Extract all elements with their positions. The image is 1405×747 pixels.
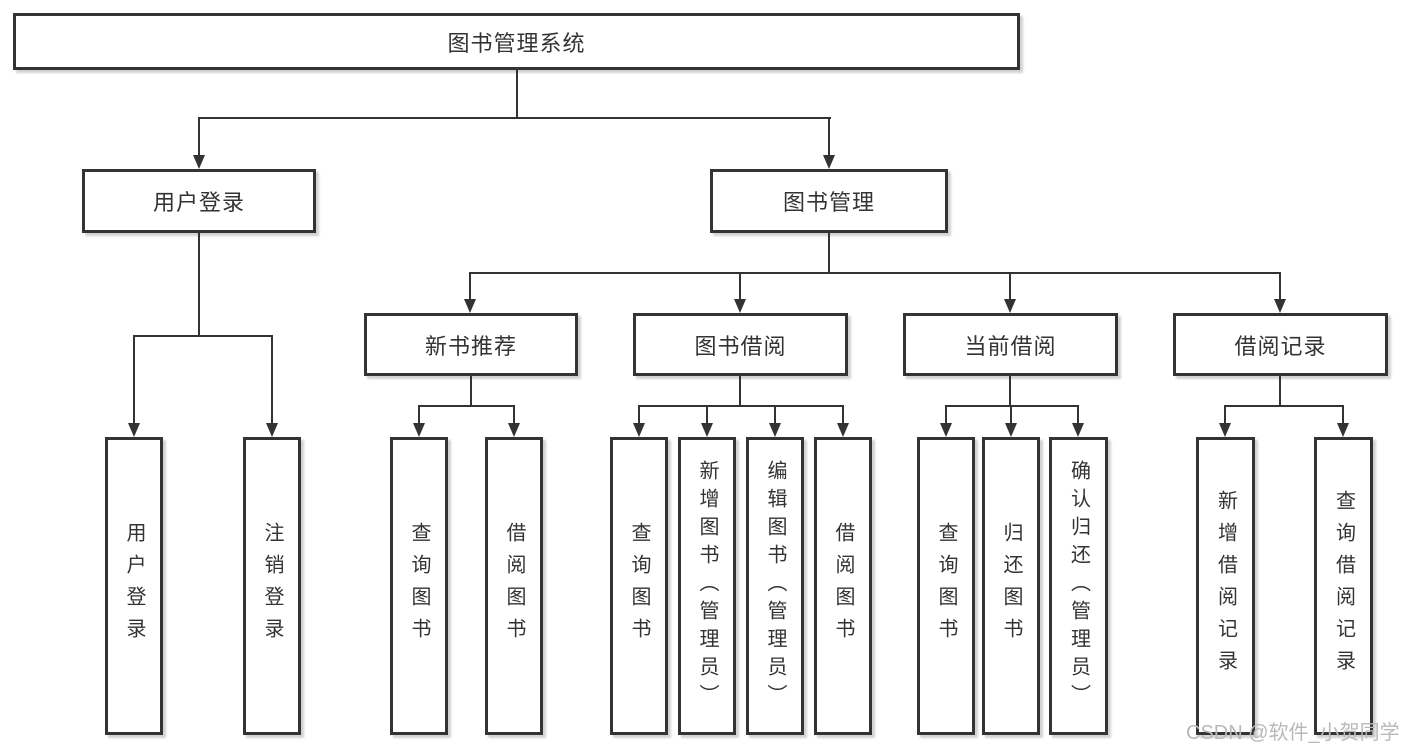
- connector-line: [198, 117, 200, 157]
- leaf-edit-books-admin-label: 编辑图书（管理员）: [764, 460, 786, 712]
- leaf-query-borrow-record: 查询借阅记录: [1314, 437, 1373, 735]
- leaf-add-borrow-record: 新增借阅记录: [1196, 437, 1255, 735]
- leaf-query-books-recommend-label: 查询图书: [408, 522, 430, 650]
- node-user-login-label: 用户登录: [152, 190, 245, 215]
- arrow-down-icon: [701, 423, 713, 437]
- node-new-book-recommend-label: 新书推荐: [424, 333, 517, 359]
- leaf-logout-label: 注销登录: [261, 522, 283, 650]
- leaf-user-login: 用户登录: [105, 437, 163, 735]
- connector-line: [828, 233, 830, 274]
- leaf-add-books-admin: 新增图书（管理员）: [678, 437, 736, 735]
- arrow-down-icon: [1072, 423, 1084, 437]
- connector-line: [638, 405, 640, 425]
- leaf-borrow-books-label: 借阅图书: [832, 522, 854, 650]
- connector-line: [271, 335, 273, 425]
- connector-line: [1224, 405, 1226, 425]
- leaf-edit-books-admin: 编辑图书（管理员）: [746, 437, 804, 735]
- connector-line: [470, 376, 472, 407]
- node-current-borrow: 当前借阅: [903, 313, 1118, 376]
- csdn-watermark: CSDN @软件_小贺同学: [1186, 722, 1400, 744]
- leaf-query-books-borrow: 查询图书: [610, 437, 668, 735]
- leaf-query-books-current-label: 查询图书: [935, 522, 957, 650]
- connector-line: [513, 405, 515, 425]
- node-book-borrow-label: 图书借阅: [694, 333, 787, 359]
- leaf-add-borrow-record-label: 新增借阅记录: [1214, 490, 1237, 682]
- node-book-borrow: 图书借阅: [633, 313, 848, 376]
- leaf-user-login-label: 用户登录: [123, 522, 145, 650]
- node-root-label: 图书管理系统: [447, 30, 586, 56]
- arrow-down-icon: [413, 423, 425, 437]
- node-new-book-recommend: 新书推荐: [364, 313, 578, 376]
- arrow-down-icon: [940, 423, 952, 437]
- leaf-return-books-label: 归还图书: [1000, 522, 1022, 650]
- arrow-down-icon: [464, 299, 476, 313]
- arrow-down-icon: [128, 423, 140, 437]
- leaf-confirm-return-admin: 确认归还（管理员）: [1049, 437, 1108, 735]
- leaf-confirm-return-admin-label: 确认归还（管理员）: [1067, 460, 1090, 712]
- node-borrow-records: 借阅记录: [1173, 313, 1388, 376]
- connector-line: [1224, 405, 1344, 407]
- node-user-login: 用户登录: [82, 169, 316, 233]
- leaf-query-books-borrow-label: 查询图书: [628, 522, 650, 650]
- connector-line: [1279, 376, 1281, 407]
- arrow-down-icon: [1337, 423, 1349, 437]
- arrow-down-icon: [266, 423, 278, 437]
- node-borrow-records-label: 借阅记录: [1234, 333, 1327, 359]
- connector-line: [1009, 272, 1011, 301]
- leaf-query-borrow-record-label: 查询借阅记录: [1332, 490, 1355, 682]
- connector-line: [418, 405, 420, 425]
- leaf-logout: 注销登录: [243, 437, 301, 735]
- connector-line: [1279, 272, 1281, 301]
- connector-line: [1009, 376, 1011, 407]
- node-root: 图书管理系统: [13, 13, 1020, 70]
- arrow-down-icon: [633, 423, 645, 437]
- connector-line: [828, 117, 830, 157]
- leaf-borrow-books-recommend: 借阅图书: [485, 437, 543, 735]
- arrow-down-icon: [1004, 299, 1016, 313]
- connector-line: [945, 405, 947, 425]
- connector-line: [198, 233, 200, 337]
- arrow-down-icon: [734, 299, 746, 313]
- arrow-down-icon: [193, 155, 205, 169]
- arrow-down-icon: [1219, 423, 1231, 437]
- node-current-borrow-label: 当前借阅: [964, 333, 1057, 359]
- connector-line: [133, 335, 135, 425]
- arrow-down-icon: [508, 423, 520, 437]
- connector-line: [469, 272, 1281, 274]
- connector-line: [1342, 405, 1344, 425]
- connector-line: [469, 272, 471, 301]
- leaf-return-books: 归还图书: [982, 437, 1040, 735]
- connector-line: [739, 272, 741, 301]
- node-book-management-label: 图书管理: [782, 190, 875, 215]
- connector-line: [706, 405, 708, 425]
- arrow-down-icon: [823, 155, 835, 169]
- connector-line: [638, 405, 844, 407]
- connector-line: [516, 70, 518, 119]
- connector-line: [1010, 405, 1012, 425]
- leaf-query-books-recommend: 查询图书: [390, 437, 448, 735]
- connector-line: [1077, 405, 1079, 425]
- arrow-down-icon: [1005, 423, 1017, 437]
- leaf-borrow-books-recommend-label: 借阅图书: [503, 522, 525, 650]
- arrow-down-icon: [837, 423, 849, 437]
- connector-line: [945, 405, 1079, 407]
- connector-line: [418, 405, 515, 407]
- arrow-down-icon: [1274, 299, 1286, 313]
- connector-line: [774, 405, 776, 425]
- arrow-down-icon: [769, 423, 781, 437]
- connector-line: [133, 335, 272, 337]
- leaf-borrow-books: 借阅图书: [814, 437, 872, 735]
- connector-line: [842, 405, 844, 425]
- node-book-management: 图书管理: [710, 169, 948, 233]
- connector-line: [739, 376, 741, 407]
- leaf-query-books-current: 查询图书: [917, 437, 975, 735]
- connector-line: [198, 117, 831, 119]
- leaf-add-books-admin-label: 新增图书（管理员）: [696, 460, 718, 712]
